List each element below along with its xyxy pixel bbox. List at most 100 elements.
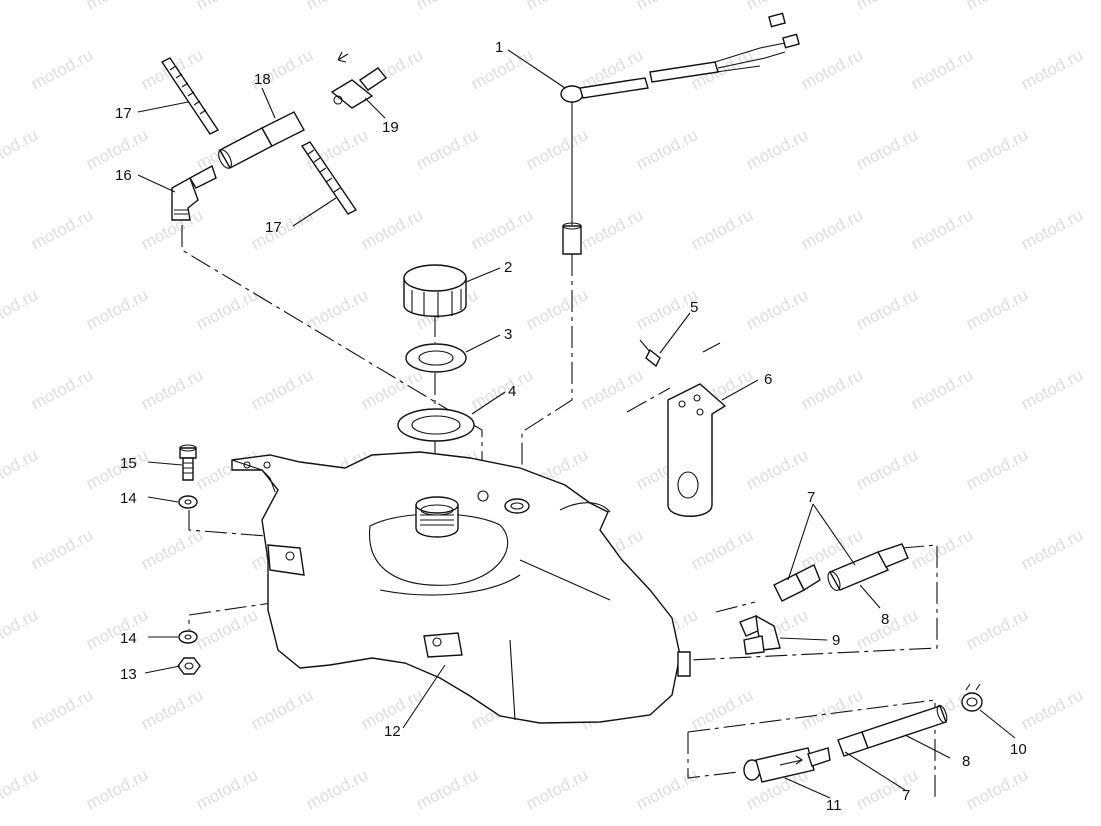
- watermark-text: motod.ru: [523, 125, 591, 173]
- watermark-text: motod.ru: [688, 685, 756, 733]
- hose-clamp-lower: [300, 141, 358, 215]
- watermark-text: motod.ru: [1018, 365, 1086, 413]
- watermark-text: motod.ru: [798, 205, 866, 253]
- watermark-text: motod.ru: [853, 765, 921, 813]
- cap-gasket: [405, 343, 467, 373]
- callout-8-upper: 8: [881, 611, 889, 628]
- watermark-text: motod.ru: [83, 0, 151, 14]
- check-valve: [330, 51, 388, 109]
- watermark-text: motod.ru: [798, 45, 866, 93]
- washer-lower: [178, 630, 198, 644]
- watermark-text: motod.ru: [0, 125, 41, 173]
- callout-7-upper: 7: [807, 489, 815, 506]
- callout-17-upper: 17: [115, 105, 132, 122]
- watermark-text: motod.ru: [28, 685, 96, 733]
- callout-14-lower: 14: [120, 630, 137, 647]
- watermark-text: motod.ru: [523, 0, 591, 14]
- callout-16: 16: [115, 167, 132, 184]
- watermark-text: motod.ru: [798, 685, 866, 733]
- neck-seal: [397, 408, 475, 442]
- watermark-text: motod.ru: [963, 0, 1031, 14]
- watermark-text: motod.ru: [0, 605, 41, 653]
- watermark-text: motod.ru: [963, 445, 1031, 493]
- vent-hose: [218, 111, 305, 169]
- watermark-text: motod.ru: [0, 285, 41, 333]
- watermark-text: motod.ru: [0, 765, 41, 813]
- callout-labels: 1 2 3 4 5 6 7 7 8 8 9 10 11 12 13 14 14 …: [115, 39, 1027, 814]
- watermark-text: motod.ru: [303, 285, 371, 333]
- fuel-tank: [231, 451, 691, 724]
- watermark-text: motod.ru: [963, 285, 1031, 333]
- watermark-text: motod.ru: [358, 365, 426, 413]
- callout-18: 18: [254, 71, 271, 88]
- vent-elbow: [171, 164, 217, 221]
- watermark-text: motod.ru: [248, 205, 316, 253]
- watermark-text: motod.ru: [633, 125, 701, 173]
- fuel-hose-lower: [837, 704, 948, 757]
- watermark-text: motod.ru: [0, 0, 41, 14]
- watermark-text: motod.ru: [138, 685, 206, 733]
- bolt: [179, 444, 197, 481]
- watermark-text: motod.ru: [578, 365, 646, 413]
- watermark-text: motod.ru: [1018, 205, 1086, 253]
- watermark-text: motod.ru: [413, 0, 481, 14]
- fuel-elbow: [739, 614, 781, 655]
- callout-1: 1: [495, 39, 503, 56]
- watermark-text: motod.ru: [798, 365, 866, 413]
- watermark-text: motod.ru: [743, 0, 811, 14]
- watermark-text: motod.ru: [743, 445, 811, 493]
- watermark-text: motod.ru: [0, 445, 41, 493]
- filler-cap: [403, 264, 467, 318]
- watermark-text: motod.ru: [413, 765, 481, 813]
- spring-clamp: [961, 683, 983, 712]
- callout-6: 6: [764, 371, 772, 388]
- watermark-text: motod.ru: [303, 765, 371, 813]
- callout-4: 4: [508, 383, 516, 400]
- watermark-text: motod.ru: [248, 685, 316, 733]
- watermark-text: motod.ru: [688, 205, 756, 253]
- mounting-bracket: [667, 383, 727, 517]
- watermark-text: motod.ru: [908, 365, 976, 413]
- watermark-text: motod.ru: [853, 125, 921, 173]
- nut: [177, 657, 201, 675]
- watermark-text: motod.ru: [523, 285, 591, 333]
- watermark-text: motod.ru: [853, 0, 921, 14]
- hose-clamp-upper: [160, 57, 220, 135]
- hose-clamps-upper: [773, 543, 909, 602]
- watermark-text: motod.ru: [908, 205, 976, 253]
- watermark-text: motod.ru: [193, 285, 261, 333]
- watermark-text: motod.ru: [853, 445, 921, 493]
- watermark-text: motod.ru: [28, 205, 96, 253]
- watermark-text: motod.ru: [688, 525, 756, 573]
- watermark-text: motod.ru: [83, 445, 151, 493]
- callout-14-upper: 14: [120, 490, 137, 507]
- watermark-text: motod.ru: [908, 525, 976, 573]
- watermark-text: motod.ru: [853, 285, 921, 333]
- watermark-text: motod.ru: [83, 605, 151, 653]
- washer-upper: [178, 495, 198, 509]
- fuel-filter: [743, 747, 831, 783]
- callout-13: 13: [120, 666, 137, 683]
- callout-3: 3: [504, 326, 512, 343]
- leader-lines: [137, 49, 1016, 799]
- watermark-text: motod.ru: [83, 285, 151, 333]
- watermark-text: motod.ru: [138, 365, 206, 413]
- watermark-text: motod.ru: [523, 765, 591, 813]
- watermark-text: motod.ru: [193, 0, 261, 14]
- watermark-text: motod.ru: [193, 765, 261, 813]
- fuel-level-sender: [560, 12, 800, 255]
- watermark-text: motod.ru: [578, 205, 646, 253]
- callout-19: 19: [382, 119, 399, 136]
- watermark-text: motod.ru: [963, 125, 1031, 173]
- callout-7-lower: 7: [902, 787, 910, 804]
- watermark-text: motod.ru: [413, 125, 481, 173]
- callout-5: 5: [690, 299, 698, 316]
- callout-10: 10: [1010, 741, 1027, 758]
- watermark-text: motod.ru: [1018, 525, 1086, 573]
- watermark-text: motod.ru: [358, 205, 426, 253]
- watermark-text: motod.ru: [963, 605, 1031, 653]
- watermark-text: motod.ru: [633, 765, 701, 813]
- watermark-text: motod.ru: [248, 365, 316, 413]
